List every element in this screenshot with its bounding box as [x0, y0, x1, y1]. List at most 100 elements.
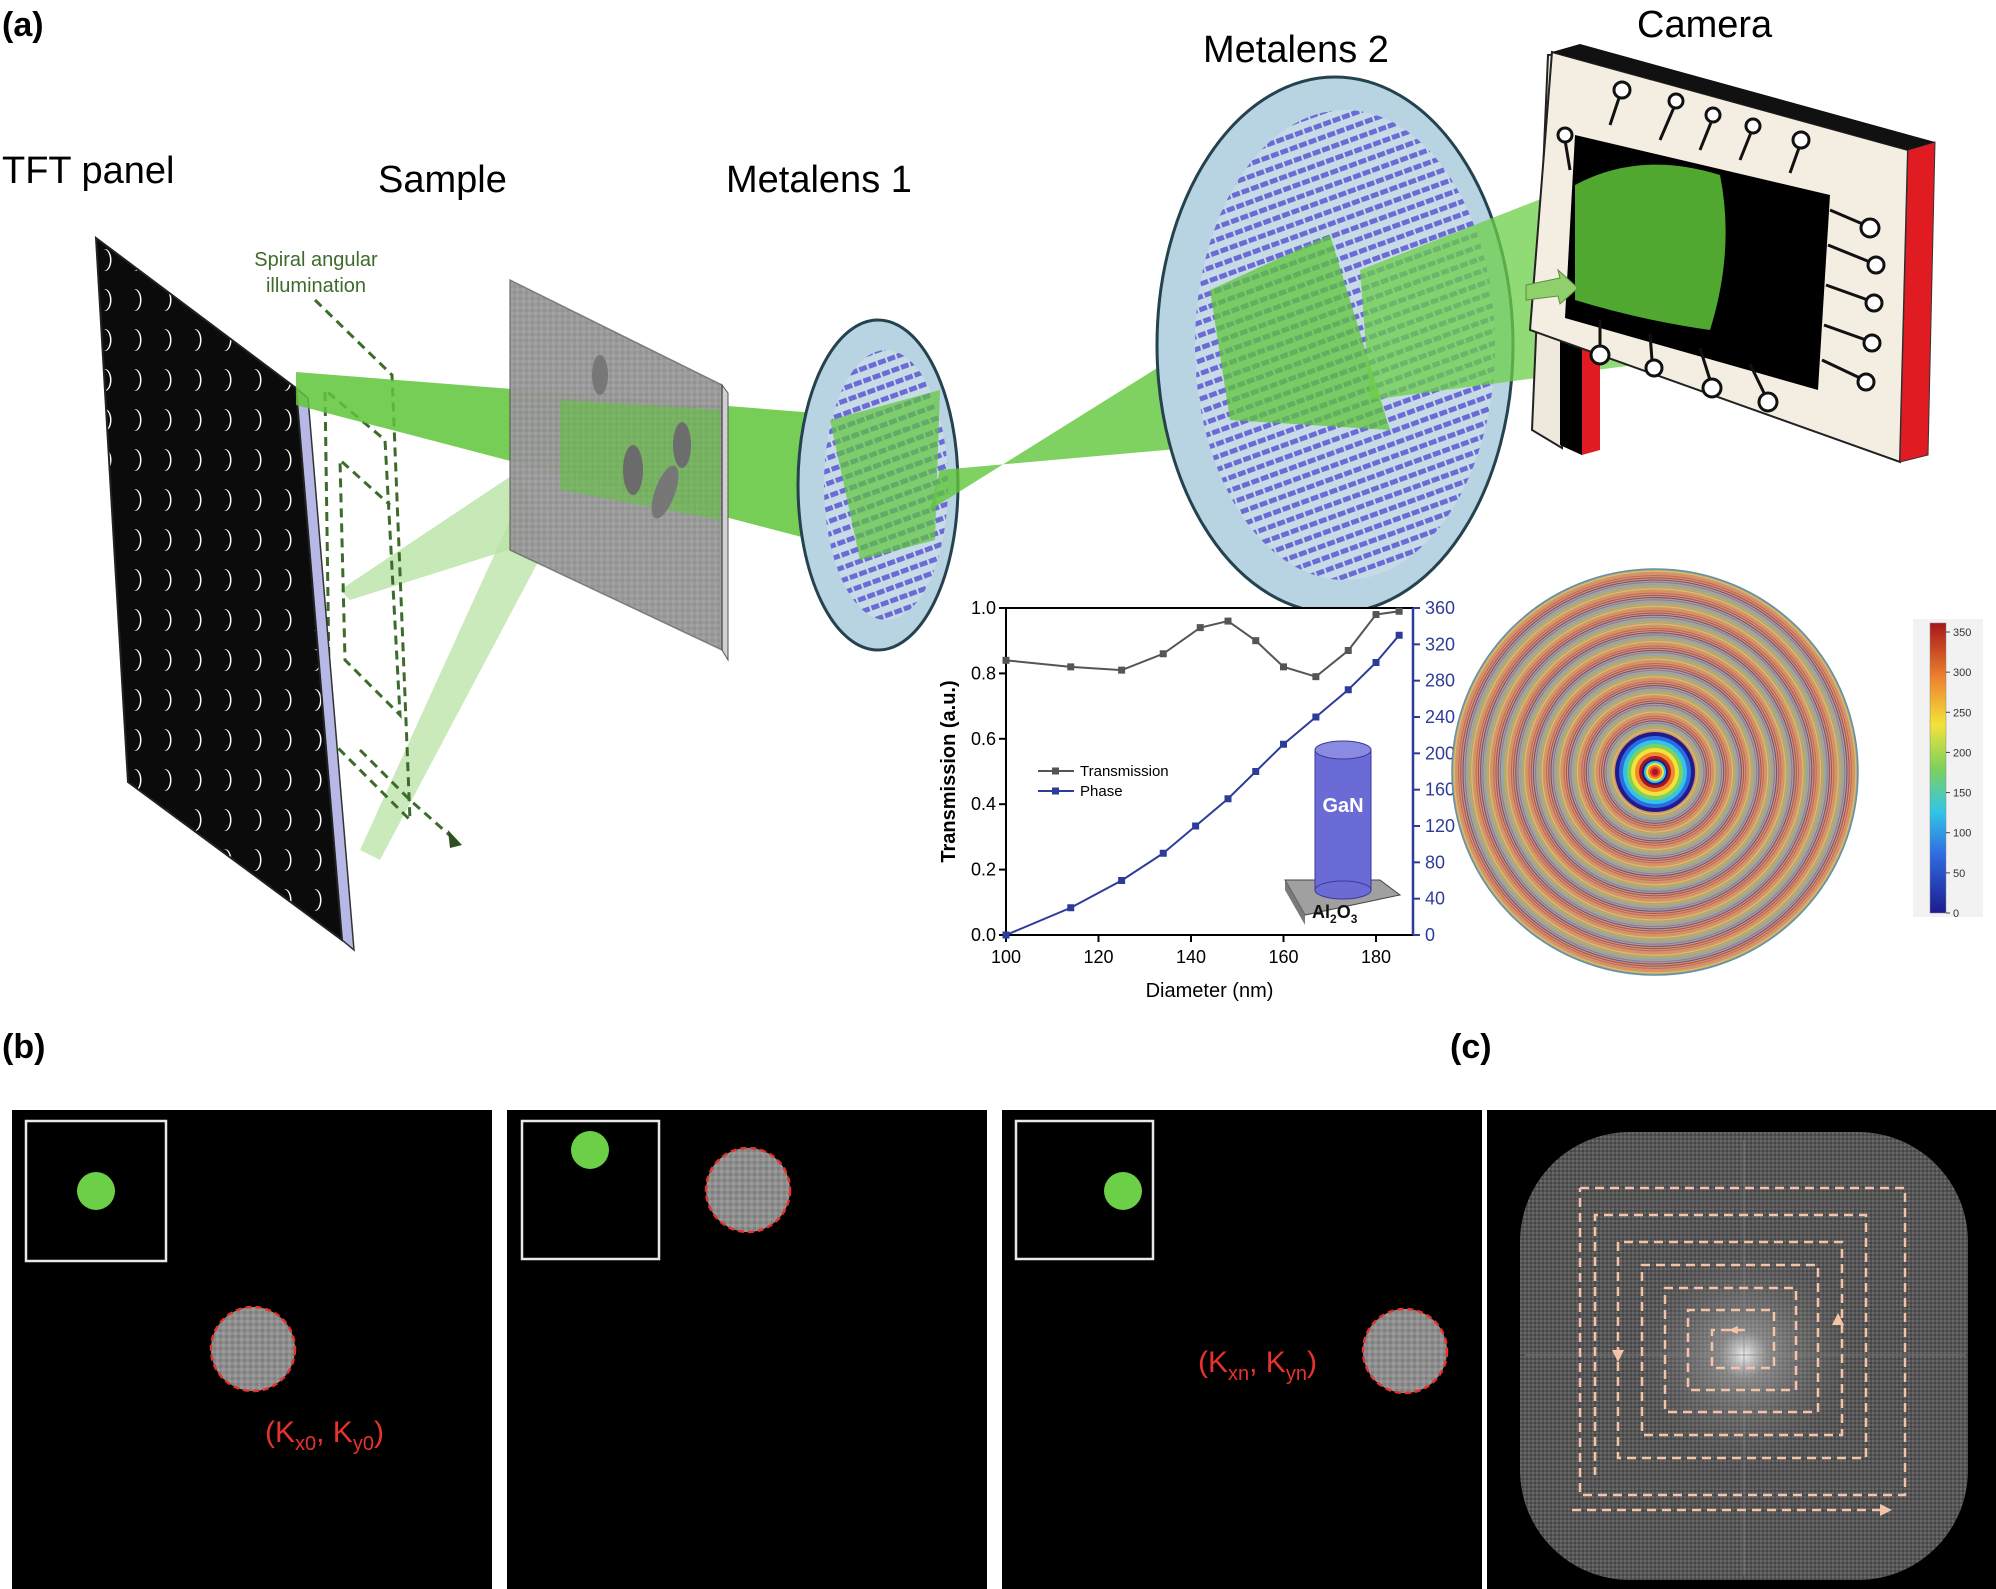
- tft-panel-face: [94, 235, 344, 943]
- phase-ring: [1508, 625, 1802, 919]
- phase-ring: [1607, 724, 1703, 820]
- phase-ring: [1543, 660, 1767, 884]
- data-point-transmission: [1118, 666, 1126, 674]
- phase-ring: [1524, 641, 1786, 903]
- legend-marker: [1052, 787, 1059, 795]
- phase-ring: [1563, 680, 1747, 864]
- y-tick-label: 0.4: [971, 794, 996, 814]
- y2-tick-label: 360: [1425, 598, 1455, 618]
- phase-ring: [1462, 579, 1848, 965]
- phase-ring: [1554, 671, 1756, 873]
- phase-ring: [1466, 583, 1844, 961]
- oblique-beam-1: [340, 470, 540, 600]
- camera-side-red: [1899, 141, 1936, 463]
- y-axis-label: Transmission (a.u.): [938, 680, 960, 862]
- data-point-transmission: [1344, 647, 1352, 655]
- x-tick-label: 180: [1361, 947, 1391, 967]
- colorbar-tick-label: 250: [1953, 707, 1971, 719]
- phase-ring: [1612, 729, 1698, 815]
- camera-pins: [1556, 80, 1886, 413]
- sample-cell-1: [592, 355, 608, 395]
- data-point-transmission: [1196, 624, 1204, 632]
- phase-ring: [1526, 643, 1784, 901]
- phase-ring: [1469, 586, 1841, 958]
- phase-ring: [1559, 676, 1751, 868]
- spectrum-circle-3: [1361, 1307, 1449, 1395]
- spiral-arrowhead: [448, 830, 462, 848]
- data-point-phase: [1372, 659, 1380, 666]
- phase-ring: [1497, 614, 1813, 930]
- data-point-transmission: [1372, 611, 1380, 619]
- phase-ring: [1502, 619, 1808, 925]
- phase-ring: [1482, 599, 1828, 945]
- y2-tick-label: 240: [1425, 707, 1455, 727]
- y2-tick-label: 120: [1425, 816, 1455, 836]
- camera-top-edge: [1552, 44, 1935, 150]
- sample-cell-4: [651, 465, 679, 519]
- colorbar-tick-label: 150: [1953, 788, 1971, 800]
- data-point-transmission: [1067, 663, 1075, 671]
- data-point-transmission: [1312, 673, 1320, 681]
- phase-ring: [1460, 577, 1850, 967]
- camera-title: Camera: [1637, 4, 1773, 46]
- phase-center-ring: [1652, 769, 1658, 775]
- x-tick-label: 120: [1083, 947, 1113, 967]
- phase-ring: [1528, 645, 1782, 899]
- phase-ring: [1570, 687, 1740, 857]
- panel-b-frame-2: [507, 1110, 987, 1589]
- panel-c-fourier: [1487, 1110, 1996, 1589]
- phase-ring: [1565, 682, 1745, 862]
- data-point-phase: [1002, 931, 1010, 939]
- phase-ring: [1486, 603, 1824, 941]
- sample-cell-2: [673, 422, 691, 468]
- camera-assembly: [1525, 44, 1936, 464]
- x-tick-label: 160: [1268, 947, 1298, 967]
- y2-tick-label: 40: [1425, 889, 1445, 909]
- phase-ring: [1568, 685, 1742, 859]
- phase-ring: [1605, 722, 1705, 822]
- phase-ring: [1596, 713, 1714, 831]
- sample-cell-3: [623, 445, 643, 495]
- sample: [509, 278, 729, 662]
- phase-ring: [1609, 726, 1701, 818]
- phase-ring: [1592, 709, 1718, 835]
- phase-ring: [1603, 720, 1707, 824]
- data-point-phase: [1159, 849, 1167, 857]
- phase-ring: [1535, 652, 1775, 892]
- phase-ring: [1587, 704, 1723, 840]
- phase-ring: [1506, 623, 1804, 921]
- gan-label: GaN: [1322, 795, 1363, 817]
- phase-ring: [1499, 616, 1811, 928]
- phase-ring: [1598, 715, 1712, 829]
- phase-ring: [1455, 572, 1855, 972]
- phase-ring: [1546, 663, 1764, 881]
- phase-map: [1451, 568, 1859, 976]
- pupil-box-1: [24, 1119, 168, 1263]
- x-axis-label: Diameter (nm): [1146, 980, 1274, 1002]
- phase-ring: [1477, 594, 1833, 950]
- panel-label-b: (b): [2, 1028, 45, 1066]
- phase-ring: [1574, 691, 1736, 853]
- data-point-transmission: [1159, 650, 1167, 658]
- legend-entry: Phase: [1080, 783, 1123, 800]
- colorbar-tick-label: 0: [1953, 908, 1959, 920]
- spiral-scan-path: [1572, 1186, 1907, 1512]
- phase-ring: [1493, 610, 1817, 934]
- phase-ring: [1548, 665, 1762, 879]
- led-spot-3: [1104, 1172, 1142, 1210]
- data-point-transmission: [1252, 637, 1260, 645]
- phase-ring: [1480, 597, 1830, 947]
- phase-ring: [1521, 638, 1789, 906]
- panel-b-frame-3: (Kxn, Kyn): [1002, 1110, 1482, 1589]
- phase-ring: [1488, 605, 1822, 939]
- legend-marker: [1052, 767, 1059, 775]
- phase-ring: [1550, 667, 1760, 877]
- phase-ring: [1491, 608, 1819, 936]
- y-tick-label: 0.0: [971, 925, 996, 945]
- metalens-2: [1155, 75, 1515, 615]
- phase-ring: [1576, 693, 1734, 851]
- data-point-phase: [1395, 631, 1403, 639]
